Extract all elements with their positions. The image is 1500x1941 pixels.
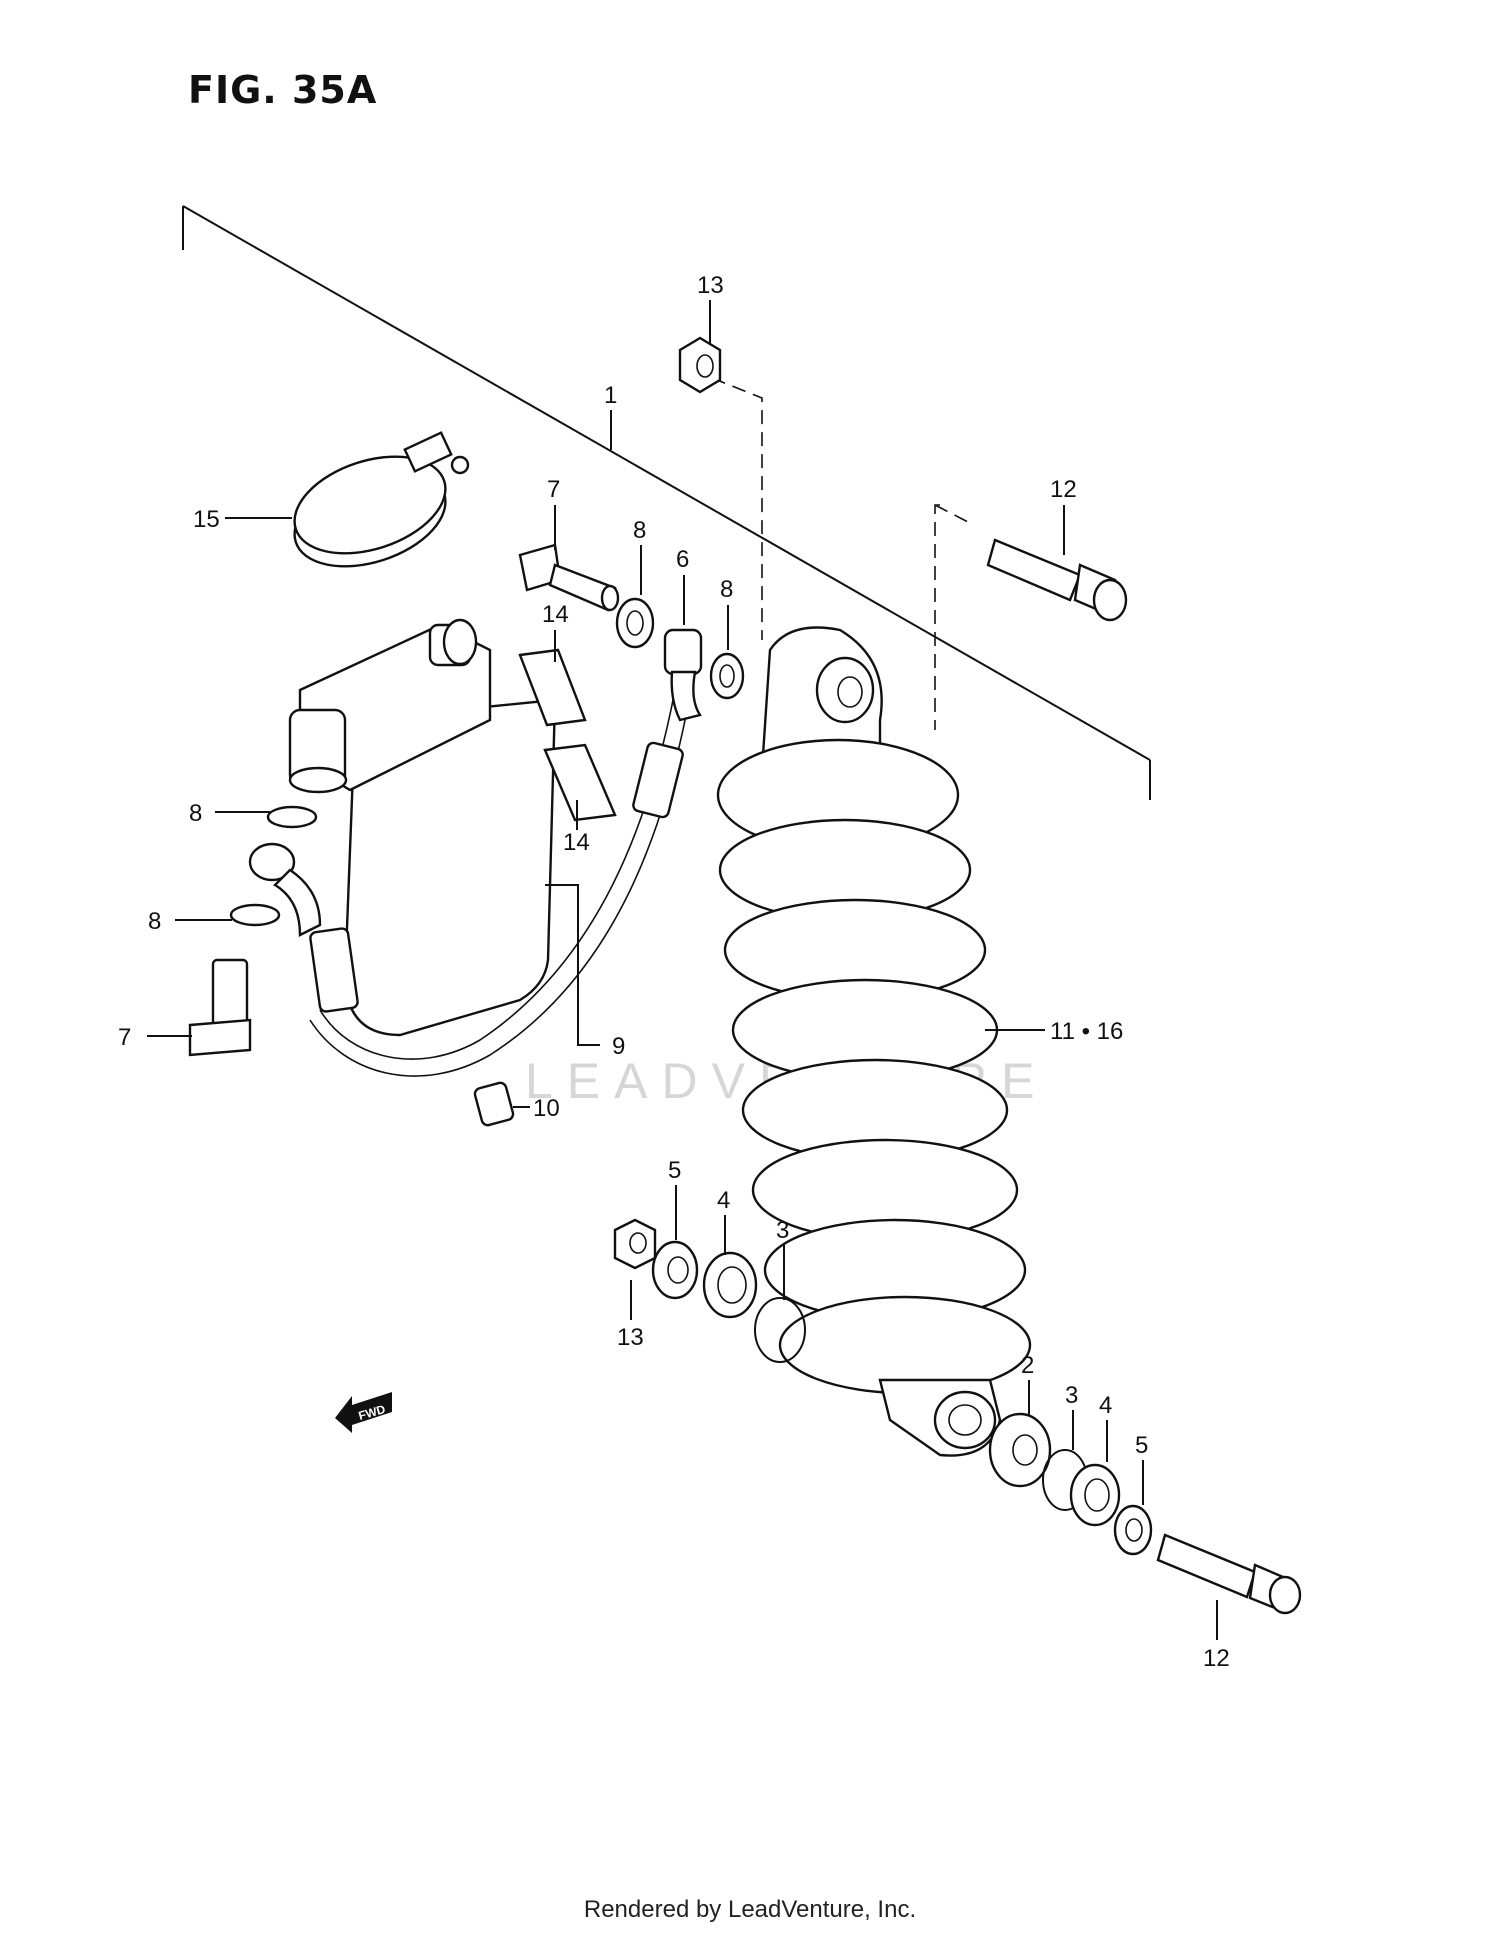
callout-8-right: 8	[720, 576, 733, 603]
reservoir-hose	[248, 628, 703, 1077]
assembly-bracket	[182, 205, 1151, 800]
hose-clamp	[293, 431, 470, 568]
collar-right	[1113, 1504, 1153, 1556]
callout-4-left: 4	[717, 1187, 730, 1214]
callout-10: 10	[533, 1095, 560, 1122]
callout-2: 2	[1021, 1352, 1034, 1379]
oil-seal-left	[702, 1251, 758, 1319]
callout-8-left-upper: 8	[189, 800, 202, 827]
collar-left	[651, 1240, 699, 1300]
leader-lines	[147, 300, 1218, 1640]
callout-15: 15	[193, 506, 220, 533]
callout-6: 6	[676, 546, 689, 573]
callout-1: 1	[604, 382, 617, 409]
callout-5-left: 5	[668, 1157, 681, 1184]
washers	[229, 597, 745, 927]
callout-11-16: 11 • 16	[1050, 1018, 1123, 1045]
callout-8-left-lower: 8	[148, 908, 161, 935]
callout-8-upper: 8	[633, 517, 646, 544]
bolt-lower	[1156, 1533, 1302, 1615]
callout-9: 9	[612, 1033, 625, 1060]
union-bolt-left	[188, 958, 252, 1057]
valve-cap	[473, 1081, 515, 1127]
nut-lower	[613, 1218, 657, 1270]
shock-absorber	[716, 626, 1032, 1457]
fwd-arrow-icon: FWD	[335, 1392, 392, 1433]
callout-12-top: 12	[1050, 476, 1077, 503]
nut-top	[678, 336, 722, 394]
bolt-top	[986, 538, 1128, 622]
callout-13-bottom: 13	[617, 1324, 644, 1351]
reservoir-tank	[288, 618, 557, 1037]
callout-3-left: 3	[776, 1217, 789, 1244]
union-bolt-top	[518, 543, 620, 612]
callout-14-bottom: 14	[563, 829, 590, 856]
callout-labels: 13 1 12 7 8 6 8 15 14 14 8 8 7 9 10 11 •…	[118, 272, 1230, 1672]
callout-13-top: 13	[697, 272, 724, 299]
callout-3-right: 3	[1065, 1382, 1078, 1409]
callout-7-top: 7	[547, 476, 560, 503]
guide-lines	[711, 377, 969, 730]
circlip-left	[754, 1297, 806, 1363]
oil-seal-right	[1069, 1463, 1121, 1527]
footer-credit: Rendered by LeadVenture, Inc.	[583, 1896, 917, 1923]
callout-14-top: 14	[542, 601, 569, 628]
callout-12-bottom: 12	[1203, 1645, 1230, 1672]
callout-5-right: 5	[1135, 1432, 1148, 1459]
label-decals	[518, 648, 617, 822]
figure-title: FIG. 35A	[188, 68, 378, 112]
callout-7-left: 7	[118, 1024, 131, 1051]
bearing-right	[988, 1412, 1052, 1488]
callout-4-right: 4	[1099, 1392, 1112, 1419]
